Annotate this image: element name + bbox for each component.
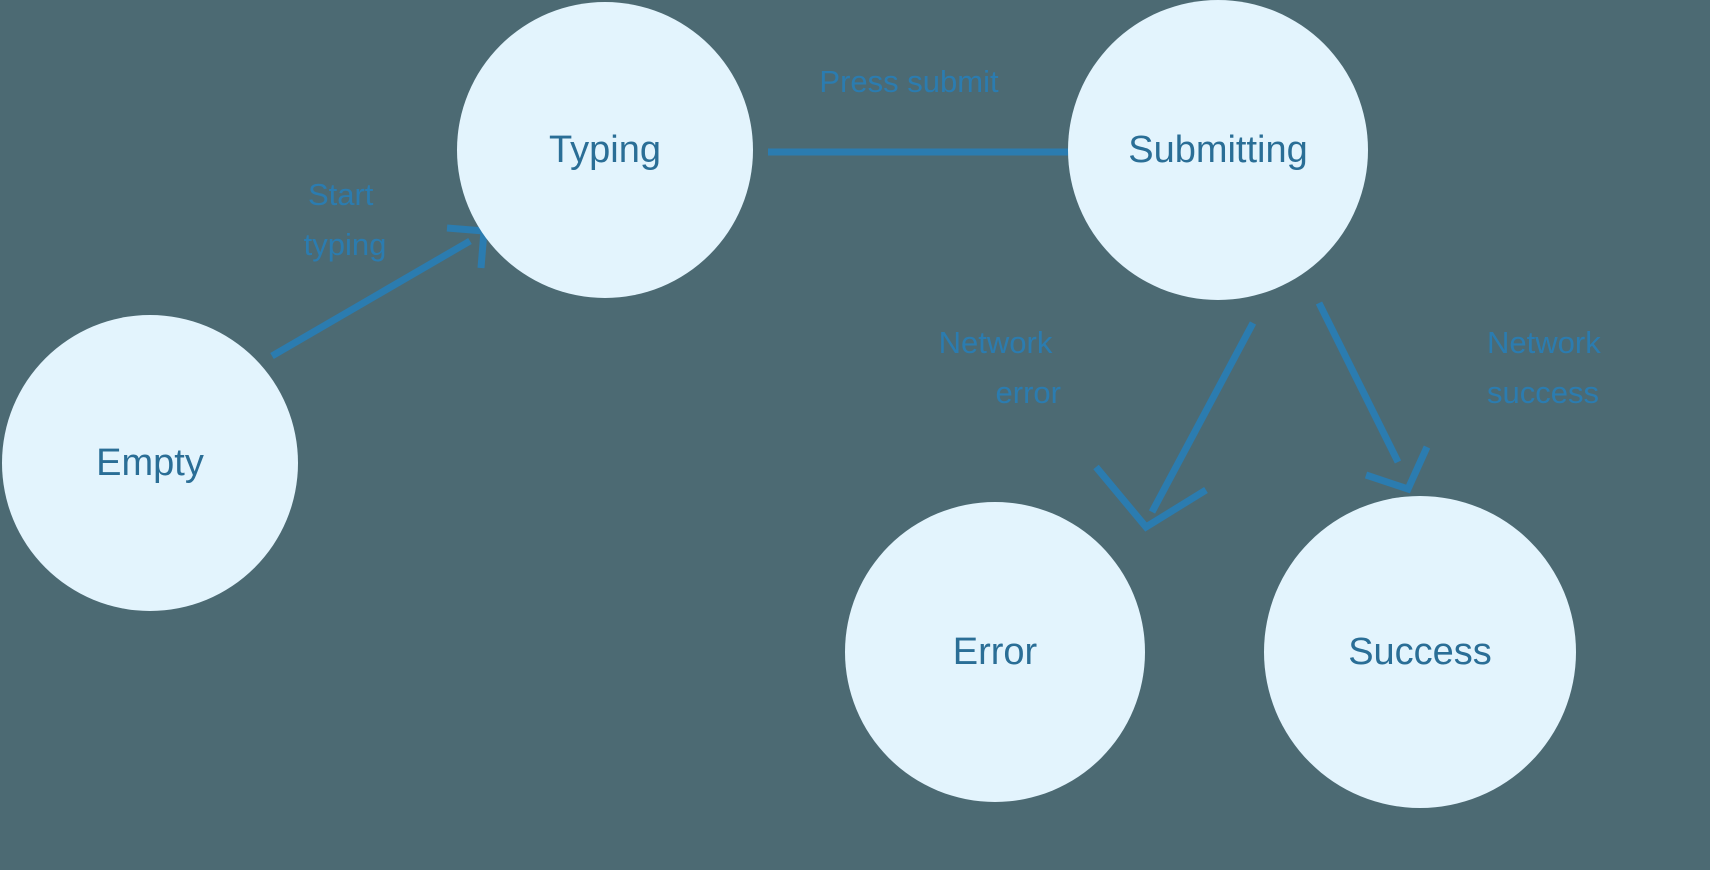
edge-empty-to-typing[interactable]: Start typing <box>270 177 488 360</box>
edge-empty-to-typing-label: Start typing <box>304 177 387 262</box>
edge-submitting-to-success[interactable]: Network success <box>1315 301 1609 494</box>
state-node-typing[interactable]: Typing <box>457 2 753 298</box>
edge-submitting-to-error-line <box>1148 321 1257 514</box>
state-node-empty[interactable]: Empty <box>2 315 298 611</box>
state-node-error-label: Error <box>953 631 1038 673</box>
edge-submitting-to-success-label: Network success <box>1487 325 1609 410</box>
state-node-empty-circle <box>2 315 298 611</box>
state-node-submitting-circle <box>1068 0 1368 300</box>
edge-label-line: Start <box>308 177 374 212</box>
edge-submitting-to-error-label: Network error <box>939 325 1061 410</box>
edge-submitting-to-error[interactable]: Network error <box>939 321 1257 532</box>
edge-label-line: Press submit <box>819 64 999 99</box>
state-node-submitting[interactable]: Submitting <box>1068 0 1368 300</box>
edge-submitting-to-success-arrowhead <box>1364 445 1431 494</box>
state-node-success-circle <box>1264 496 1576 808</box>
state-node-success-label: Success <box>1348 631 1492 673</box>
edge-submitting-to-success-line <box>1315 301 1402 464</box>
edge-label-line: Network <box>1487 325 1601 360</box>
edge-empty-to-typing-line <box>270 237 472 360</box>
edge-submitting-to-error-arrowhead <box>1093 464 1208 532</box>
state-node-empty-label: Empty <box>96 442 204 484</box>
edge-label-line: error <box>996 375 1061 410</box>
edge-label-line: Network <box>939 325 1053 360</box>
state-node-typing-circle <box>457 2 753 298</box>
edge-label-line: success <box>1487 375 1599 410</box>
state-node-error-circle <box>845 502 1145 802</box>
edge-typing-to-submitting-label: Press submit <box>819 64 999 99</box>
state-node-success[interactable]: Success <box>1264 496 1576 808</box>
edge-label-line: typing <box>304 227 387 262</box>
state-node-typing-label: Typing <box>549 129 661 171</box>
state-node-submitting-label: Submitting <box>1128 129 1308 171</box>
state-node-error[interactable]: Error <box>845 502 1145 802</box>
edge-typing-to-submitting[interactable]: Press submit <box>768 64 1149 189</box>
